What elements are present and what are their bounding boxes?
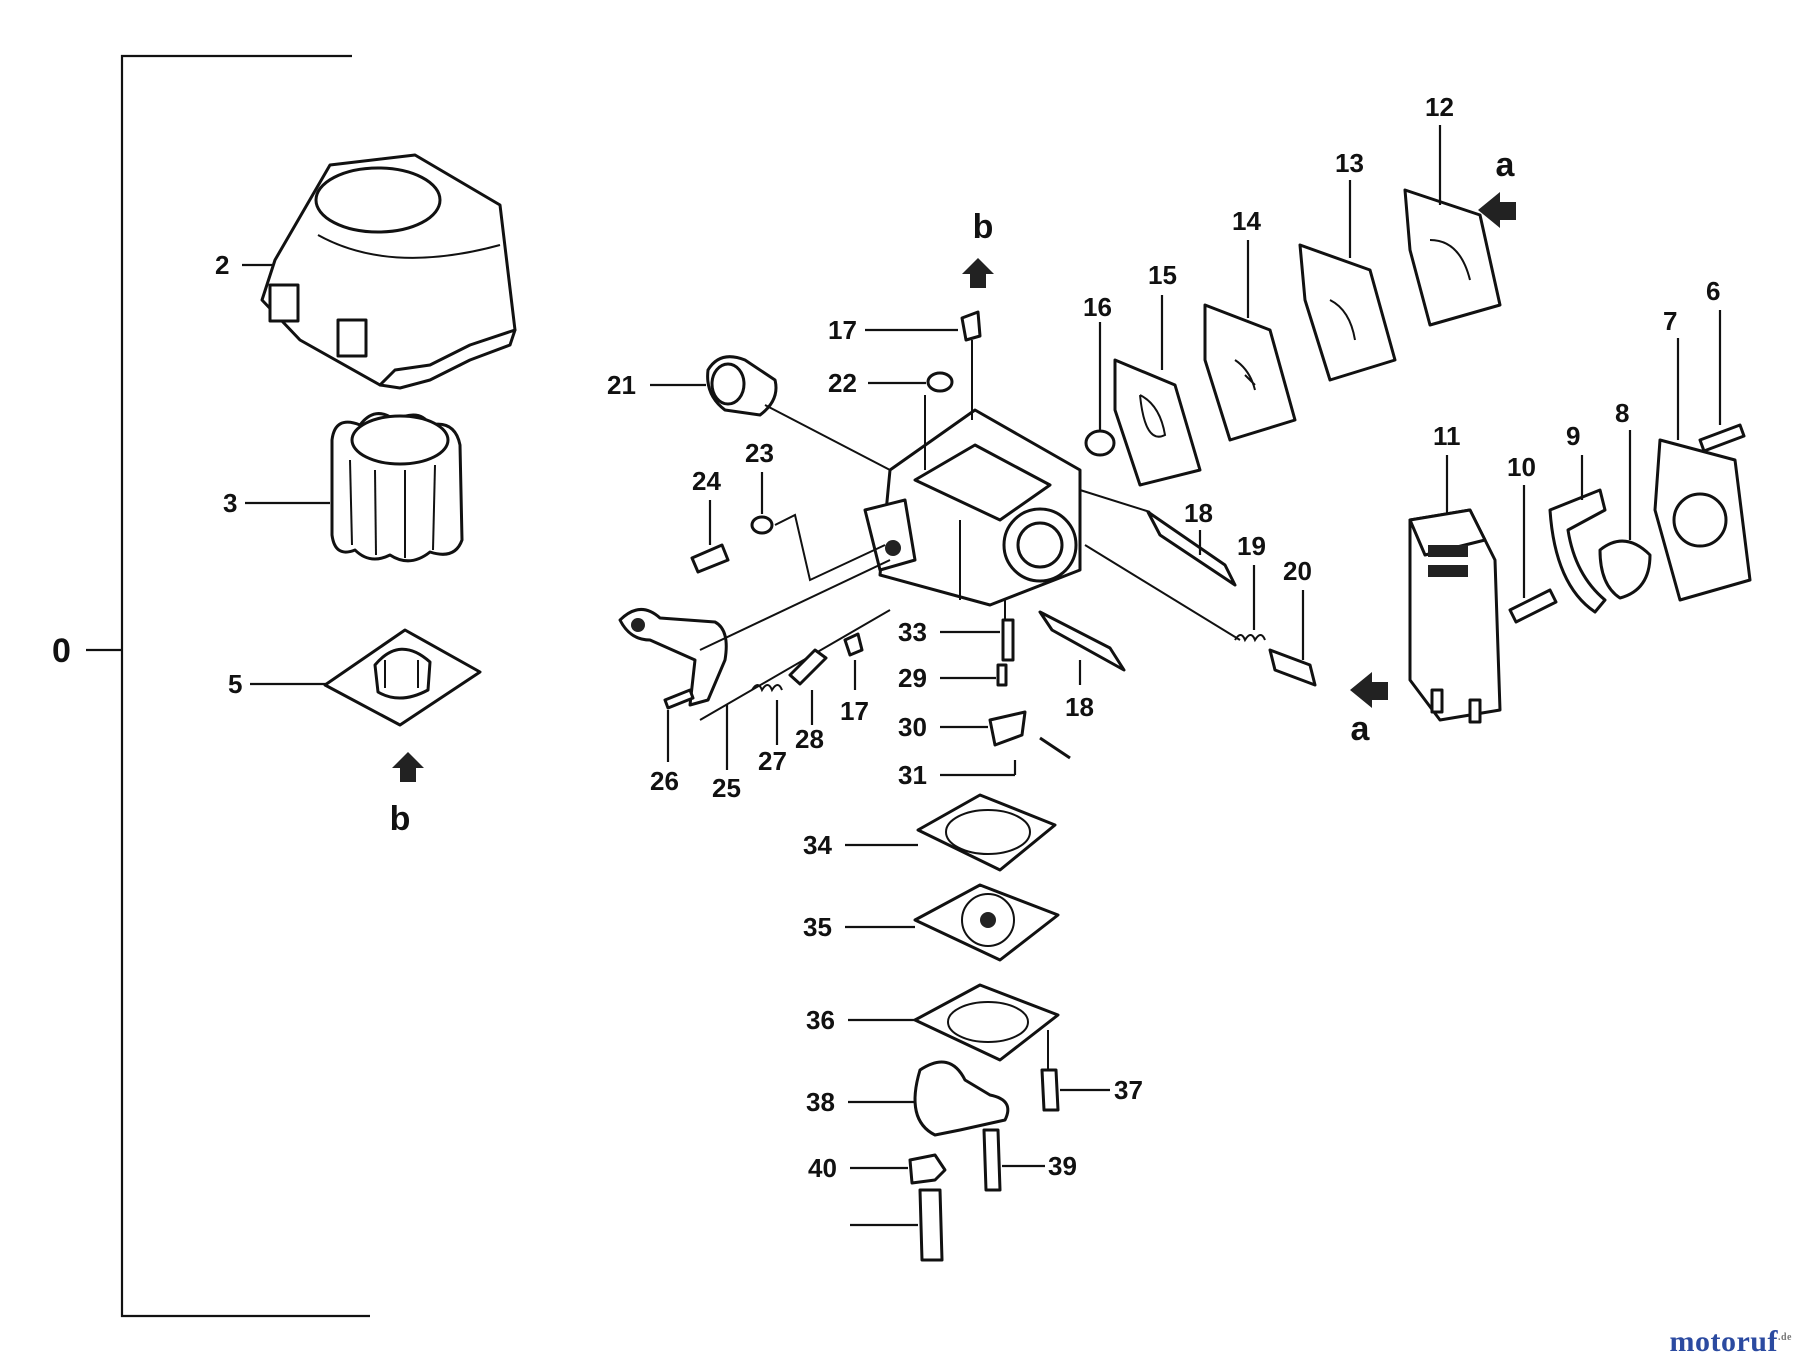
part-label-17: 17: [828, 315, 857, 345]
assembly-bracket: 0: [52, 54, 370, 1318]
carburetor-body: [863, 408, 1082, 607]
part-37-lever: [913, 1060, 1010, 1137]
part-14-plate: [1203, 303, 1297, 442]
svg-text:a: a: [1351, 710, 1371, 748]
part-label-14: 14: [1232, 206, 1261, 236]
part-label-12: 12: [1425, 92, 1454, 122]
logo-domain: .de: [1778, 1332, 1792, 1343]
motoruf-logo: motoruf.de: [1670, 1325, 1792, 1359]
part-label-25: 25: [712, 773, 741, 803]
part-label-23: 23: [745, 438, 774, 468]
part-label-8: 8: [1615, 398, 1629, 428]
part-label-24: 24: [692, 466, 721, 496]
part-22: [926, 371, 954, 393]
throttle-lever: [618, 608, 728, 707]
part-label-11: 11: [1433, 421, 1461, 451]
part-label-33: 34: [803, 830, 832, 860]
part-label-20: 20: [1283, 556, 1312, 586]
part-label-34: 35: [803, 912, 832, 942]
part-label-18b: 18: [1065, 692, 1094, 722]
part-label-6: 6: [1706, 276, 1720, 306]
part-33-gasket: [916, 793, 1057, 872]
part-31-pin: [1039, 736, 1071, 760]
air-filter-cover: [260, 153, 517, 390]
part-6-screw: [1698, 423, 1746, 453]
part-40-bolt: [918, 1188, 944, 1262]
part-label-39: 40: [808, 1153, 837, 1183]
part-label-13: 13: [1335, 148, 1364, 178]
part-30-lever: [988, 710, 1027, 747]
part-label-27: 27: [758, 746, 787, 776]
part-23: [750, 515, 774, 535]
part-24: [690, 543, 730, 574]
part-18-shaft-lower: [1038, 610, 1126, 672]
part-8-diaphragm: [1598, 539, 1652, 600]
part-label-19: 19: [1237, 531, 1266, 561]
arrow-a-lower: a: [1350, 672, 1388, 748]
arrow-a-upper: a: [1478, 146, 1516, 228]
part-12-diaphragm: [1403, 188, 1502, 327]
part-38-screw: [982, 1128, 1002, 1192]
part-32-needle: [1001, 618, 1015, 662]
part-35-cover: [913, 983, 1060, 1062]
arrow-b-lower: b: [390, 752, 424, 838]
part-9-gasket: [1548, 488, 1607, 614]
part-label-29: 29: [898, 663, 927, 693]
part-28-screw: [788, 648, 828, 686]
logo-text: motoruf: [1669, 1325, 1778, 1358]
part-7-cover: [1653, 438, 1752, 602]
part-label-3: 3: [223, 488, 237, 518]
part-label-10: 10: [1507, 452, 1536, 482]
arrow-b-upper: b: [962, 208, 994, 288]
svg-text:b: b: [390, 800, 411, 838]
part-10-screw: [1508, 588, 1558, 624]
part-label-7: 7: [1663, 306, 1677, 336]
inlet-elbow: [706, 355, 778, 417]
part-17-lower: [843, 632, 864, 657]
part-11-fuel-pump: [1408, 508, 1502, 724]
part-label-16: 16: [1083, 292, 1112, 322]
part-29-spring: [996, 663, 1008, 687]
svg-text:a: a: [1496, 146, 1516, 184]
filter-element: [330, 412, 464, 563]
part-label-36: 37: [1114, 1075, 1143, 1105]
assembly-label: 0: [52, 632, 71, 670]
part-13-gasket: [1298, 243, 1397, 382]
part-label-32: 33: [898, 617, 927, 647]
part-34-diaphragm: [913, 883, 1060, 962]
part-17-top: [960, 310, 982, 342]
part-15-gasket: [1113, 358, 1202, 487]
part-label-37: 38: [806, 1087, 835, 1117]
part-label-9: 9: [1566, 421, 1580, 451]
part-label-17b: 17: [840, 696, 869, 726]
part-label-31: 31: [898, 760, 927, 790]
part-label-5: 5: [228, 669, 242, 699]
part-label-22: 22: [828, 368, 857, 398]
part-39-nut: [908, 1153, 947, 1185]
part-20-screw: [1268, 648, 1317, 687]
part-label-38: 39: [1048, 1151, 1077, 1181]
part-label-28: 28: [795, 724, 824, 754]
part-27-spring: [751, 684, 783, 693]
part-label-18: 18: [1184, 498, 1213, 528]
part-16: [1084, 429, 1116, 457]
svg-text:b: b: [973, 208, 994, 246]
part-label-26: 26: [650, 766, 679, 796]
filter-base-plate: [323, 628, 482, 727]
part-19-spring: [1234, 634, 1266, 643]
part-label-2: 2: [215, 250, 229, 280]
part-label-30: 30: [898, 712, 927, 742]
part-label-35: 36: [806, 1005, 835, 1035]
part-label-15: 15: [1148, 260, 1177, 290]
part-26: [663, 688, 695, 710]
part-label-21: 21: [607, 370, 636, 400]
part-36-screw: [1040, 1068, 1060, 1112]
